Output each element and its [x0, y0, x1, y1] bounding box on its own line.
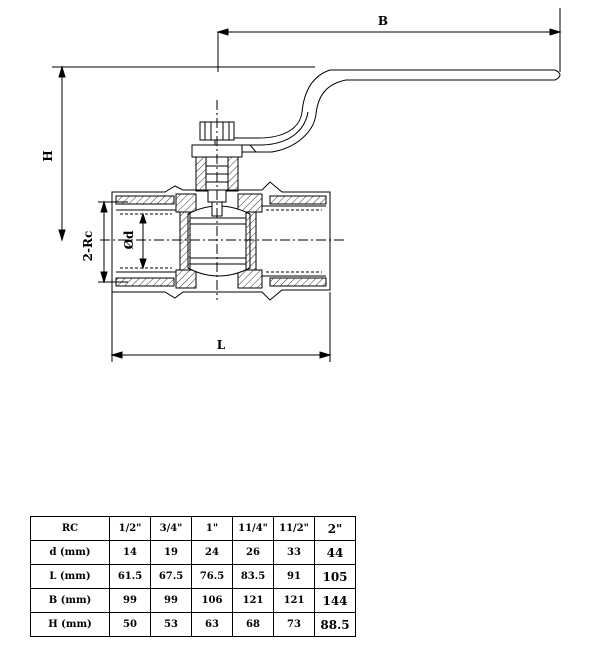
table-cell: 44: [314, 540, 356, 565]
dim-h-line: [52, 65, 315, 242]
table-cell: 11/4": [232, 516, 274, 541]
table-cell: 3/4": [150, 516, 192, 541]
table-cell: 1": [191, 516, 233, 541]
dim-rc-line: [98, 200, 128, 284]
table-cell: B (mm): [30, 588, 110, 613]
table-cell: 50: [109, 612, 151, 637]
table-cell: d (mm): [30, 540, 110, 565]
table-cell: 99: [150, 588, 192, 613]
ball-valve-drawing: B H 2-Rc Ød L: [41, 8, 562, 362]
table-cell: 91: [273, 564, 315, 589]
dim-h-label: H: [41, 150, 55, 161]
dim-d-line: [139, 212, 147, 270]
table-cell: 2": [314, 516, 356, 541]
table-cell: 99: [109, 588, 151, 613]
dim-d-label: Ød: [122, 230, 136, 249]
table-header-row: RC 1/2" 3/4" 1" 11/4" 11/2" 2": [30, 516, 356, 541]
dim-b-label: B: [378, 14, 388, 28]
table-cell: 11/2": [273, 516, 315, 541]
table-cell: 121: [273, 588, 315, 613]
table-cell: 68: [232, 612, 274, 637]
valve-body: [111, 181, 331, 301]
table-cell: 26: [232, 540, 274, 565]
table-row: B (mm) 99 99 106 121 121 144: [30, 588, 356, 613]
table-cell: 53: [150, 612, 192, 637]
handle-lever: [214, 69, 561, 153]
table-cell: L (mm): [30, 564, 110, 589]
table-cell: 33: [273, 540, 315, 565]
table-cell: 1/2": [109, 516, 151, 541]
dim-rc-label: 2-Rc: [81, 231, 95, 262]
table-cell: 24: [191, 540, 233, 565]
table-cell: 67.5: [150, 564, 192, 589]
table-cell: 144: [314, 588, 356, 613]
table-cell: 88.5: [314, 612, 356, 637]
dim-l-label: L: [217, 338, 226, 352]
table-cell: 73: [273, 612, 315, 637]
table-row: d (mm) 14 19 24 26 33 44: [30, 540, 356, 565]
table-cell: 61.5: [109, 564, 151, 589]
table-row: L (mm) 61.5 67.5 76.5 83.5 91 105: [30, 564, 356, 589]
table-cell: 63: [191, 612, 233, 637]
dim-b-line: [216, 8, 562, 72]
table-cell: 83.5: [232, 564, 274, 589]
table-cell: 14: [109, 540, 151, 565]
table-row: H (mm) 50 53 63 68 73 88.5: [30, 612, 356, 637]
spec-table: RC 1/2" 3/4" 1" 11/4" 11/2" 2" d (mm) 14…: [30, 516, 356, 637]
table-cell: 106: [191, 588, 233, 613]
table-cell: RC: [30, 516, 110, 541]
dim-l-line: [110, 292, 332, 362]
table-cell: 105: [314, 564, 356, 589]
table-cell: 76.5: [191, 564, 233, 589]
table-cell: H (mm): [30, 612, 110, 637]
table-cell: 121: [232, 588, 274, 613]
table-cell: 19: [150, 540, 192, 565]
